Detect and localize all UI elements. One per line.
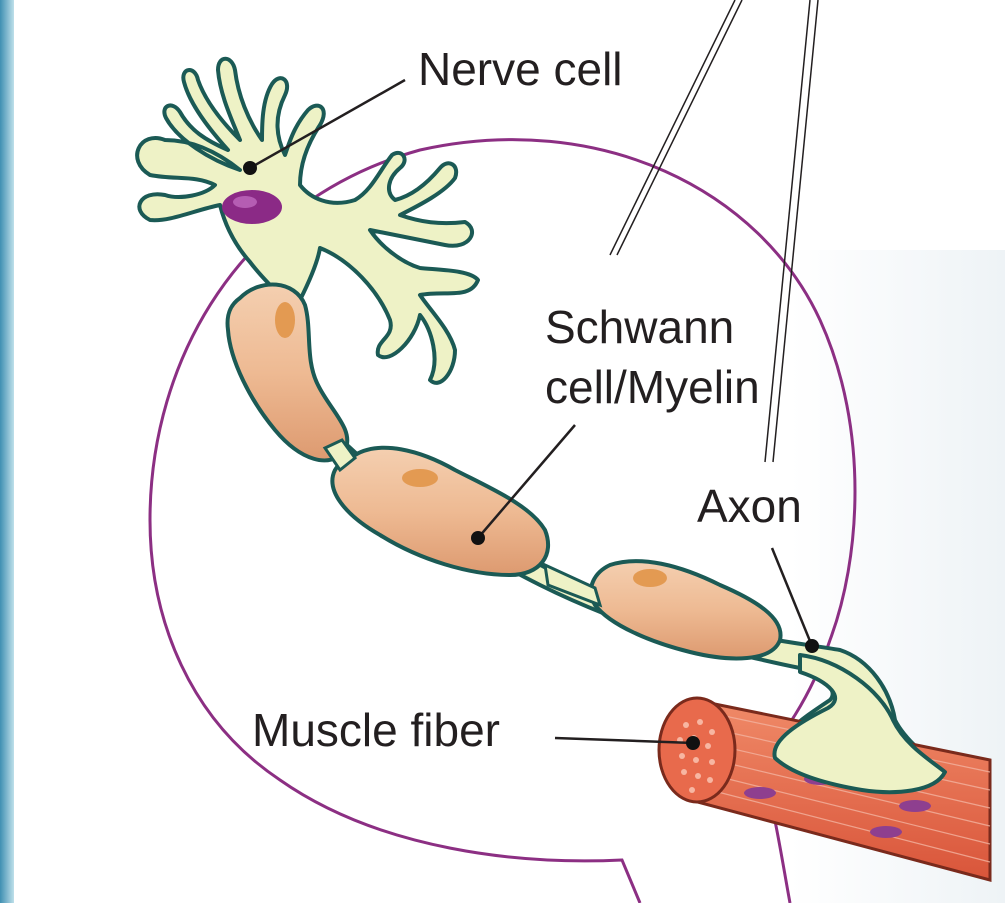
schwann-cell-label-line2: cell/Myelin xyxy=(545,361,760,413)
muscle-nucleus xyxy=(899,800,931,812)
nucleus-highlight xyxy=(233,196,257,208)
axon-label: Axon xyxy=(697,480,802,532)
schwann-nucleus xyxy=(275,302,295,338)
muscle-nucleus xyxy=(870,826,902,838)
left-side-strip xyxy=(0,0,14,903)
nerve-cell-nucleus xyxy=(222,190,282,224)
schwann-cell-label-line1: Schwann xyxy=(545,301,734,353)
schwann-nucleus xyxy=(402,469,438,487)
muscle-fiber-label: Muscle fiber xyxy=(252,704,500,756)
muscle-nucleus xyxy=(744,787,776,799)
schwann-nucleus xyxy=(633,569,667,587)
nerve-cell-label: Nerve cell xyxy=(418,43,623,95)
